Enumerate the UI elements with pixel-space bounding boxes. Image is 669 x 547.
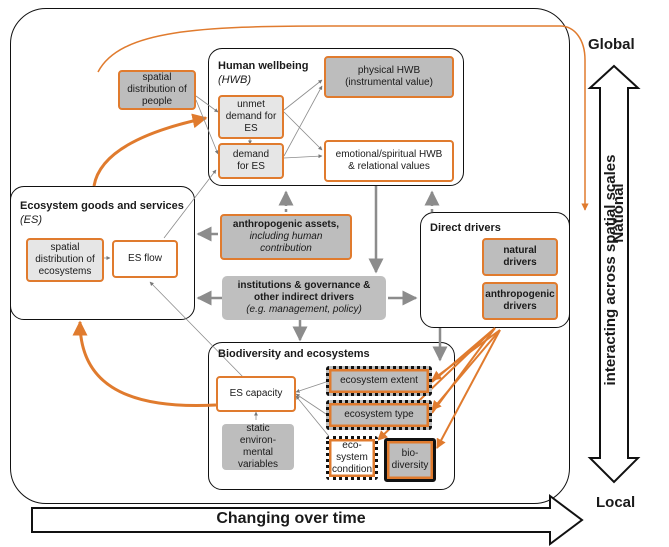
ecosystem-type-box: ecosystem type xyxy=(326,400,432,430)
institutions-title: institutions & governance & other indire… xyxy=(237,280,371,303)
local-label: Local xyxy=(596,494,636,511)
natural-drivers-box: natural drivers xyxy=(482,238,558,276)
hwb-abbr: (HWB) xyxy=(218,74,251,86)
time-horizontal-arrow xyxy=(31,494,584,546)
es-abbr: (ES) xyxy=(20,214,42,226)
physical-hwb-box: physical HWB (instrumental value) xyxy=(324,56,454,98)
anthropogenic-drivers-box: anthropogenic drivers xyxy=(482,282,558,320)
es-capacity-box: ES capacity xyxy=(216,376,296,412)
es-flow-box: ES flow xyxy=(112,240,178,278)
arrow-capacity-to-es xyxy=(72,320,217,408)
arrow-loop-hwb-to-drivers xyxy=(97,25,589,211)
demand-box: demand for ES xyxy=(218,143,284,179)
global-label: Global xyxy=(588,36,635,53)
assets-subtitle: including human contribution xyxy=(249,231,323,254)
horizontal-axis-label: Changing over time xyxy=(216,510,366,527)
ecosystem-extent-box: ecosystem extent xyxy=(326,366,432,396)
spatial-ecosystems-box: spatial distribution of ecosystems xyxy=(26,238,104,282)
unmet-demand-box: unmet demand for ES xyxy=(218,95,284,139)
direct-drivers-title: Direct drivers xyxy=(430,222,501,234)
es-title: Ecosystem goods and services xyxy=(20,200,184,212)
anthropogenic-assets-box: anthropogenic assets, including human co… xyxy=(220,214,352,260)
ecosystem-condition-box: eco-system condition xyxy=(326,436,378,480)
scale-vertical-arrow xyxy=(587,64,641,484)
static-variables-box: static environ-mental variables xyxy=(222,423,294,470)
biodiversity-box: bio-diversity xyxy=(384,438,436,482)
assets-title: anthropogenic assets, xyxy=(232,219,340,230)
arrow-drivers-type-b xyxy=(431,327,496,414)
institutions-subtitle: (e.g. management, policy) xyxy=(246,304,362,315)
arrow-drivers-biodiv xyxy=(436,329,501,449)
emotional-hwb-box: emotional/spiritual HWB & relational val… xyxy=(324,140,454,182)
hwb-title: Human wellbeing xyxy=(218,60,309,72)
institutions-box: institutions & governance & other indire… xyxy=(222,276,386,320)
biodiversity-title: Biodiversity and ecosystems xyxy=(218,348,370,360)
arrow-es-to-demand xyxy=(92,113,208,187)
spatial-people-box: spatial distribution of people xyxy=(118,70,196,110)
vertical-axis-label: interacting across spatial scales xyxy=(602,154,619,386)
